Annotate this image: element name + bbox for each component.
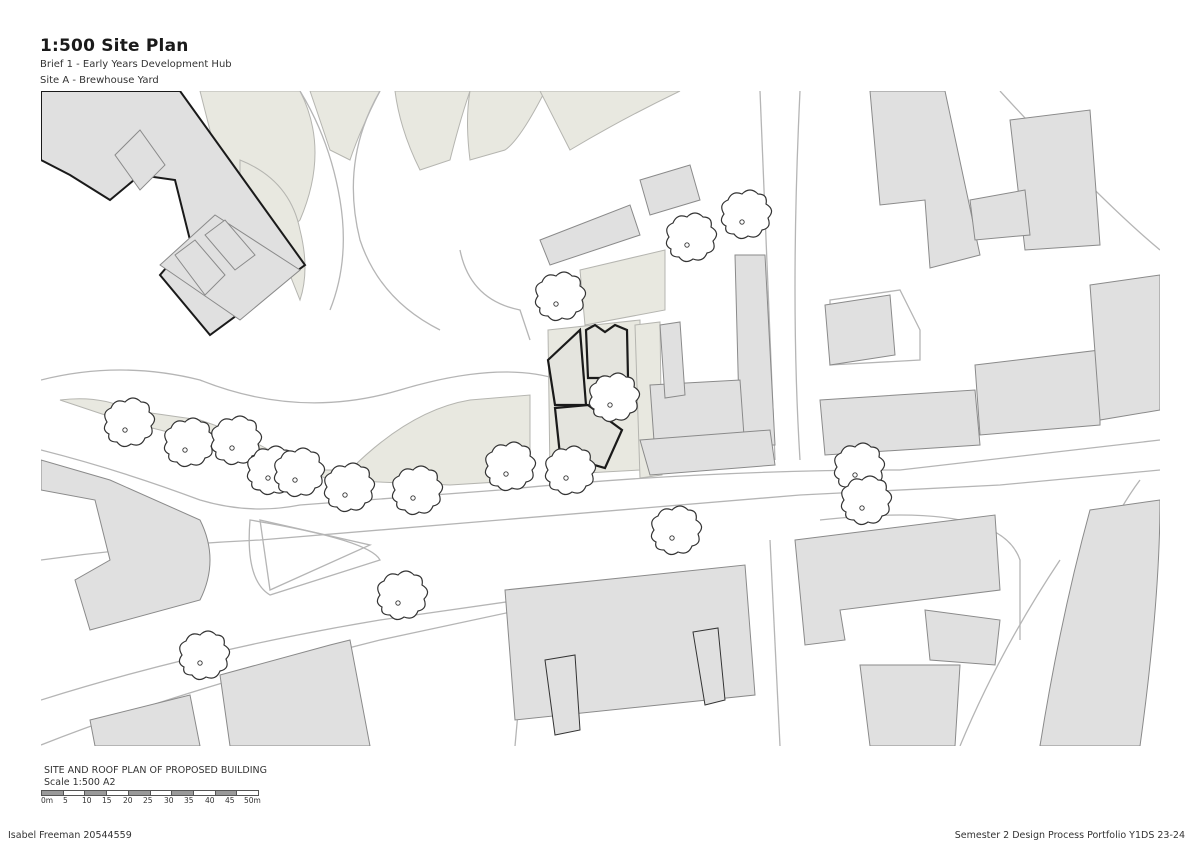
author-credit: Isabel Freeman 20544559 [8,830,132,841]
scale-tick: 50m [244,796,261,805]
roads [41,91,1160,746]
scale-tick: 25 [143,796,153,805]
scale-tick: 35 [184,796,194,805]
scale-label: Scale 1:500 A2 [44,777,116,788]
site-plan-map [41,91,1160,746]
scale-tick: 10 [82,796,92,805]
scale-tick: 40 [205,796,215,805]
site-subtitle: Site A - Brewhouse Yard [40,75,159,86]
scale-tick: 45 [225,796,235,805]
existing-buildings [41,91,1160,746]
scale-bar-ticks: 0m 5 10 15 20 25 30 35 40 45 50m [37,796,277,806]
brief-subtitle: Brief 1 - Early Years Development Hub [40,59,232,70]
scale-tick: 30 [164,796,174,805]
scale-tick: 15 [102,796,112,805]
scale-bar [41,790,259,796]
page-title: 1:500 Site Plan [40,36,189,56]
scale-tick: 20 [123,796,133,805]
scale-tick: 5 [63,796,68,805]
course-credit: Semester 2 Design Process Portfolio Y1DS… [954,830,1185,841]
scale-tick: 0m [41,796,54,805]
drawing-caption: SITE AND ROOF PLAN OF PROPOSED BUILDING [44,765,267,776]
